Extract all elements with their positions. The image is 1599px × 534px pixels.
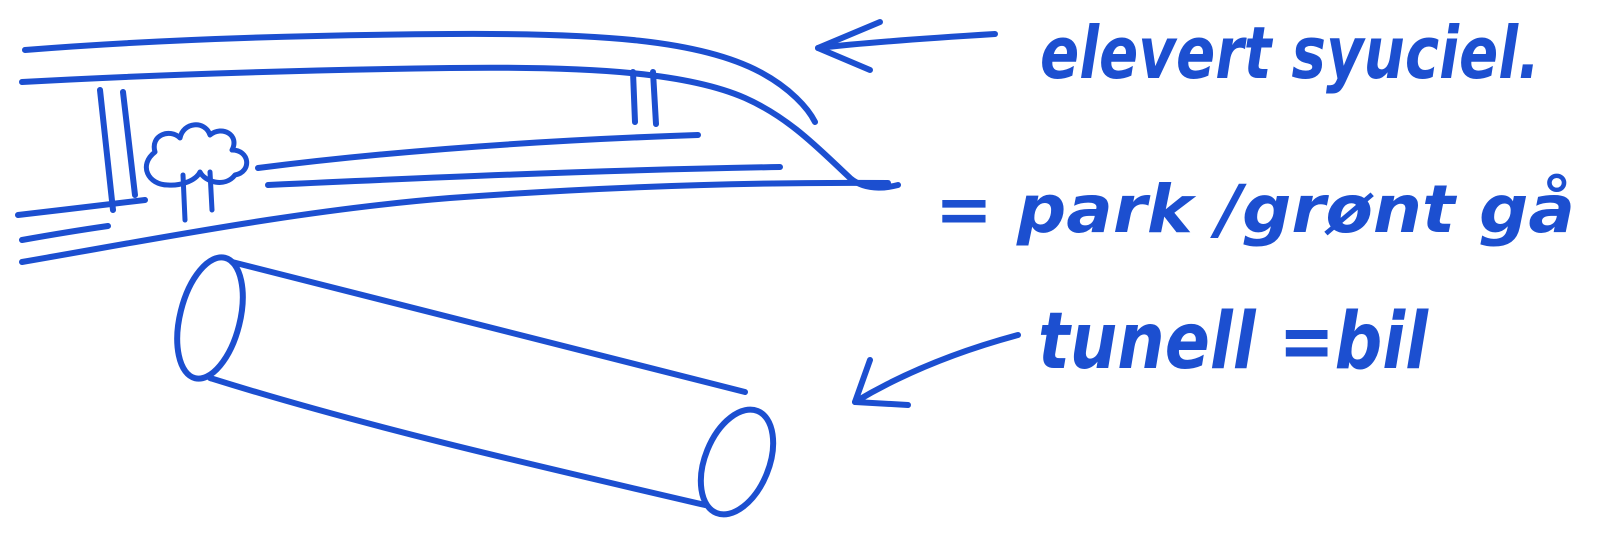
tree-crown: [146, 125, 246, 185]
arrow-left-icon: [818, 22, 995, 70]
park-label: = park /grønt gå: [935, 171, 1575, 248]
arrow-tunnel-shaft: [855, 335, 1018, 402]
support-column-right-2: [653, 72, 656, 124]
tree-icon: [146, 125, 246, 220]
tunnel-top-edge: [232, 262, 745, 392]
tunnel-label: tunell =bil: [1038, 297, 1429, 387]
tunnel-tube: [166, 251, 787, 525]
tunnel-left-opening: [166, 251, 254, 386]
tree-trunk-left: [183, 175, 185, 220]
ground-line-left-top: [18, 200, 145, 215]
support-column-right-1: [633, 72, 635, 122]
elevated-deck-inner-line: [258, 135, 698, 168]
arrow-left-icon: [855, 335, 1018, 405]
support-column-left-2: [123, 92, 135, 195]
tree-trunk-right: [210, 172, 212, 210]
support-column-left-1: [100, 90, 113, 210]
tunnel-bottom-edge: [210, 378, 705, 505]
ground-line-main: [22, 183, 888, 262]
elevated-label: elevert syuciel.: [1040, 11, 1540, 95]
elevated-structure: [18, 34, 898, 262]
ground-line-left-bottom: [22, 226, 108, 240]
